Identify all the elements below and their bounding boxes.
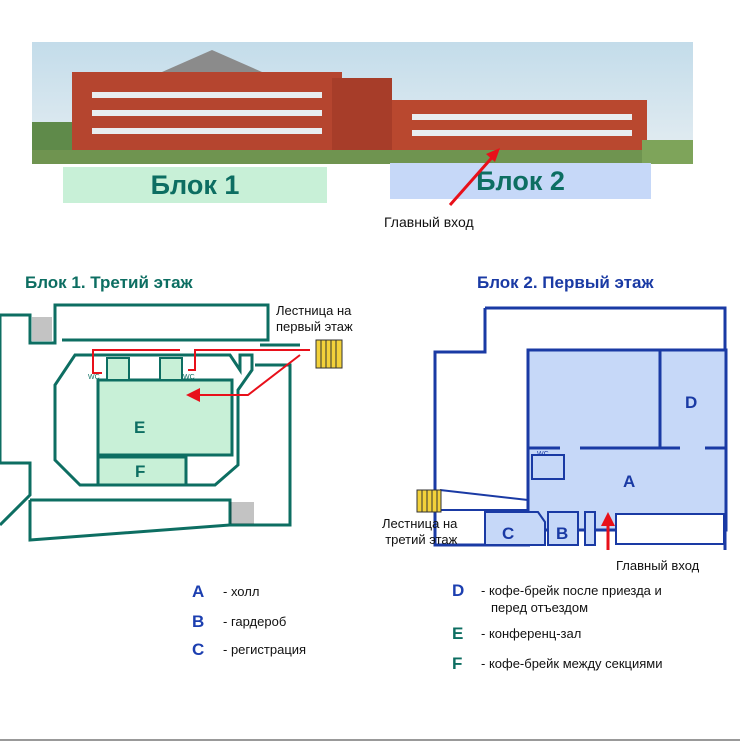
legend-d-text: - кофе-брейк после приезда и xyxy=(481,583,662,598)
block1-floor-plan xyxy=(0,303,343,542)
bottom-divider xyxy=(0,739,740,741)
legend-d-text-2: перед отъездом xyxy=(491,600,589,615)
legend-c-text: - регистрация xyxy=(223,642,307,657)
room-f-label: F xyxy=(135,462,146,481)
block2-label: Блок 2 xyxy=(390,163,651,199)
room-c-label: C xyxy=(502,524,515,543)
stairs-label-block1-line1: Лестница на xyxy=(276,303,352,318)
stairs-label-block1: Лестница на первый этаж xyxy=(276,303,353,335)
floor2-title: Блок 2. Первый этаж xyxy=(477,273,654,292)
legend-a-letter: A xyxy=(192,582,205,601)
stairs-label-block2-line2: третий этаж xyxy=(385,532,458,547)
entrance-arrow-photo xyxy=(448,148,500,206)
wc-label-block2: WC xyxy=(537,451,549,458)
floor1-title: Блок 1. Третий этаж xyxy=(25,273,193,292)
block2-floor-plan xyxy=(416,306,728,550)
stairs-label-block2: Лестница на третий этаж xyxy=(382,516,457,548)
legend-f-letter: F xyxy=(452,654,463,673)
building-photo xyxy=(32,42,693,164)
legend-f-text: - кофе-брейк между секциями xyxy=(481,656,663,671)
wc-label-right: WC xyxy=(183,374,195,381)
room-a-label: A xyxy=(623,472,636,491)
stairs-label-block2-line1: Лестница на xyxy=(382,516,458,531)
legend-d-letter: D xyxy=(452,581,465,600)
legend-b-text: - гардероб xyxy=(223,614,287,629)
main-entrance-label-block2: Главный вход xyxy=(616,558,700,573)
legend-e-letter: E xyxy=(452,624,464,643)
wc-label-left: WC xyxy=(88,374,100,381)
legend-b-letter: B xyxy=(192,612,205,631)
room-b-label: B xyxy=(556,524,569,543)
main-entrance-caption-photo: Главный вход xyxy=(384,214,474,230)
stairs-label-block1-line2: первый этаж xyxy=(276,319,353,334)
legend-a-text: - холл xyxy=(223,584,260,599)
legend-e-text: - конференц-зал xyxy=(481,626,582,641)
room-d-label: D xyxy=(685,393,698,412)
room-e-label: E xyxy=(134,418,146,437)
block1-label: Блок 1 xyxy=(63,167,327,203)
legend-c-letter: C xyxy=(192,640,205,659)
